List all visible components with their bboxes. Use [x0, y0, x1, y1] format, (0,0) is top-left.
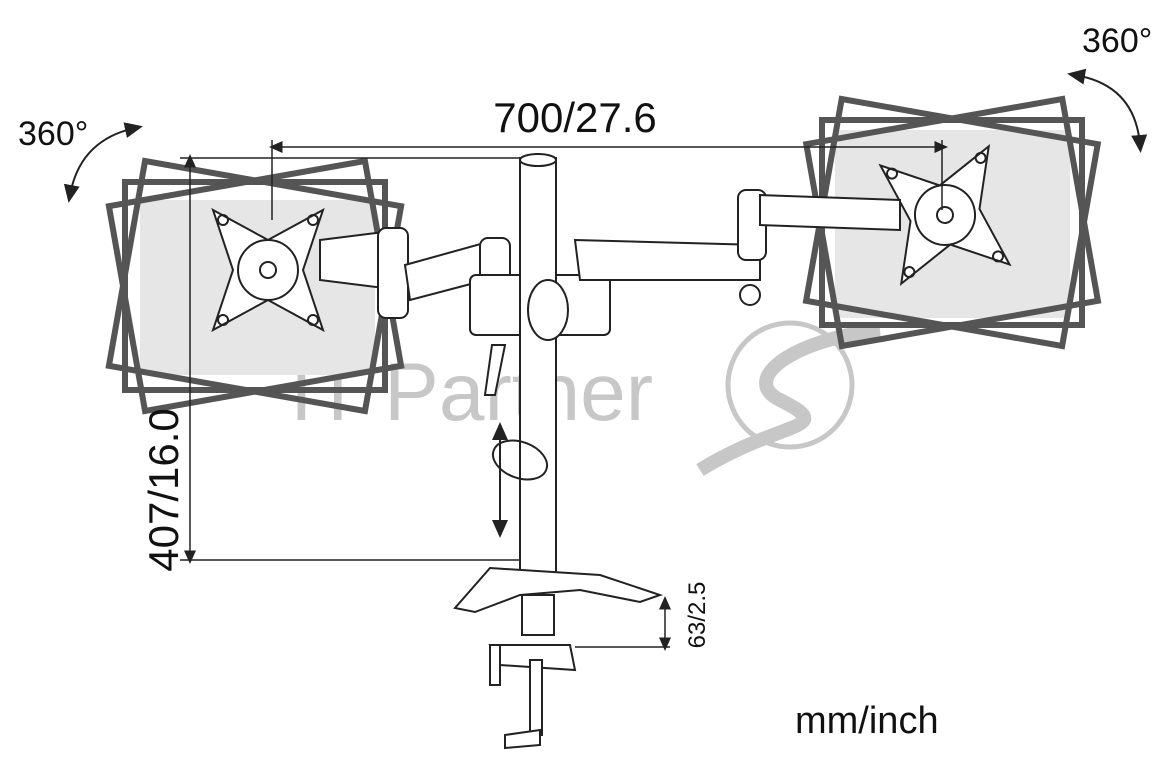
width-dimension-label: 700/27.6: [493, 94, 657, 141]
rotate-arrow-left: [63, 122, 143, 203]
units-label: mm/inch: [795, 700, 939, 742]
height-dimension-label: 407/16.0: [140, 408, 187, 572]
left-vesa-plate: [211, 207, 325, 333]
arms: [319, 189, 901, 336]
rotation-label-left: 360°: [18, 115, 88, 153]
right-monitor: [802, 95, 1102, 350]
left-monitor: [105, 157, 405, 415]
pole-assembly: [453, 153, 664, 750]
rotate-arrow-right: [1067, 68, 1148, 153]
clamp-dimension-label: 63/2.5: [684, 582, 711, 649]
dimension-lines: [180, 140, 948, 651]
rotation-label-right: 360°: [1082, 22, 1152, 60]
right-vesa-plate: [878, 143, 1012, 287]
